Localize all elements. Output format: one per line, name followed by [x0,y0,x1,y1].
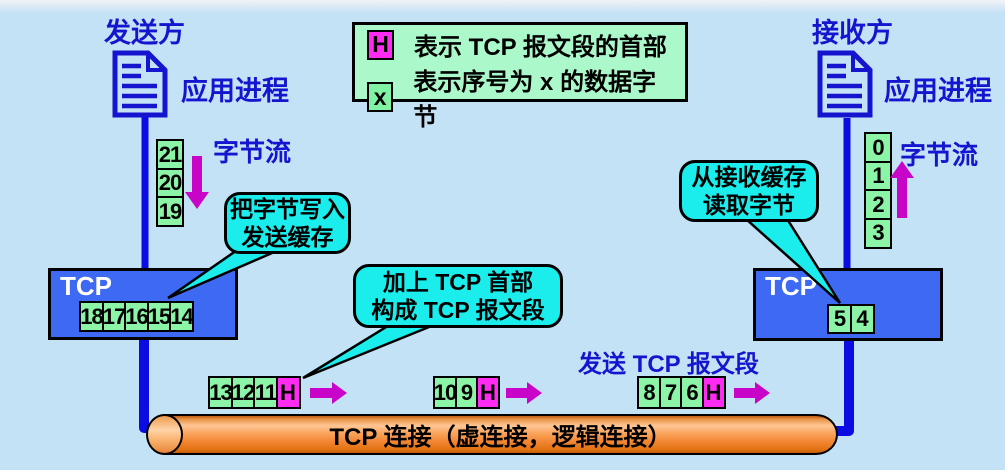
byte-cell: 19 [156,196,184,227]
legend-header-desc: 表示 TCP 报文段的首部 [414,34,667,61]
receiver-process-label: 应用进程 [884,76,992,106]
receiver-tcp-box: TCP 5 4 [753,268,943,341]
segment-3: 8 7 6 H [637,376,726,409]
receiver-pipe-line [835,341,854,436]
byte-cell: 21 [156,139,184,170]
segment-header-cell: H [476,376,500,409]
sender-callout-line2: 发送缓存 [241,224,334,250]
byte-cell: 20 [156,167,184,199]
byte-cell: 3 [864,217,892,249]
stream-down-arrow [185,156,209,209]
middle-callout-tail [302,319,435,380]
sender-stream-cells: 21 20 19 [156,139,184,227]
sender-tcp-label: TCP [60,271,112,301]
middle-callout-line1: 加上 TCP 首部 [382,268,534,295]
segment-1-arrow [310,382,347,404]
buffer-cell: 16 [124,301,149,332]
buffer-cell: 18 [79,301,104,332]
buffer-cell: 15 [146,301,172,332]
legend-box: H 表示 TCP 报文段的首部 x 表示序号为 x 的数据字节 [352,22,688,131]
tcp-connection-pipe: TCP 连接（虚连接，逻辑连接） [163,414,838,455]
tcp-connection-label: TCP 连接（虚连接，逻辑连接） [329,424,672,451]
sender-role-label: 发送方 [104,18,185,48]
buffer-cell: 14 [169,301,194,332]
sender-callout-line1: 把字节写入 [230,195,345,222]
segment-byte-cell: 10 [433,376,457,409]
segment-byte-cell: 11 [253,376,278,409]
header-chip: H [367,29,394,60]
stream-up-arrow [890,161,914,218]
legend-row-header: H 表示 TCP 报文段的首部 [367,27,673,62]
segment-3-arrow [734,382,770,404]
segment-byte-cell: 13 [208,376,233,409]
receiver-callout-line2: 读取字节 [703,192,795,218]
byte-chip: x [367,82,394,112]
segment-byte-cell: 8 [637,376,661,409]
receiver-role-label: 接收方 [812,18,893,48]
byte-cell: 2 [864,189,892,220]
receiver-stream-cells: 0 1 2 3 [864,132,892,249]
segment-2-arrow [506,382,542,404]
receiver-callout-line1: 从接收缓存 [691,163,807,190]
segment-header-cell: H [275,376,301,409]
buffer-cell: 17 [101,301,127,332]
receiver-buffer-cells: 5 4 [827,304,875,334]
sender-process-label: 应用进程 [181,76,289,106]
receiver-tcp-label: TCP [765,271,817,301]
receiver-callout: 从接收缓存 读取字节 [679,160,819,222]
receiver-document-icon [817,50,873,118]
pipe-left-cap [146,414,183,455]
buffer-cell: 4 [849,304,875,334]
sender-buffer-cells: 18 17 16 15 14 [79,301,194,332]
top-edge-fade [0,0,1005,13]
send-segment-label: 发送 TCP 报文段 [578,351,759,378]
segment-byte-cell: 6 [680,376,704,409]
segment-1: 13 12 11 H [208,376,301,409]
segment-byte-cell: 9 [454,376,479,409]
buffer-cell: 5 [827,304,852,334]
sender-document-icon [112,50,168,118]
middle-callout-line2: 构成 TCP 报文段 [371,297,545,323]
segment-header-cell: H [701,376,726,409]
segment-byte-cell: 7 [658,376,683,409]
segment-2: 10 9 H [433,376,500,409]
legend-byte-desc: 表示序号为 x 的数据字节 [413,69,657,131]
sender-tcp-box: TCP 18 17 16 15 14 [48,268,238,340]
middle-callout: 加上 TCP 首部 构成 TCP 报文段 [353,264,563,328]
sender-stream-label: 字节流 [213,137,292,167]
byte-cell: 0 [864,132,892,163]
sender-callout: 把字节写入 发送缓存 [224,192,351,254]
segment-byte-cell: 12 [230,376,256,409]
byte-cell: 1 [864,160,892,192]
legend-row-byte: x 表示序号为 x 的数据字节 [367,62,673,132]
